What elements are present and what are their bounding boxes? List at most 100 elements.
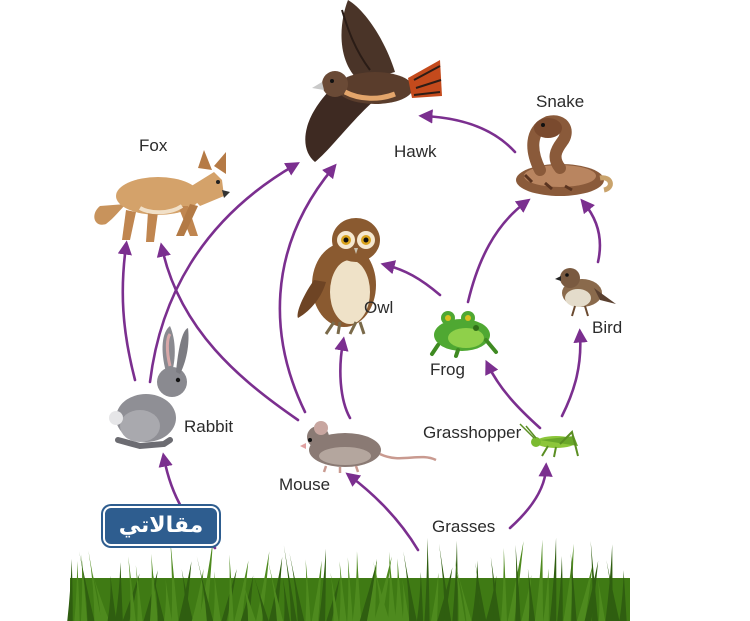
grass-blade bbox=[501, 548, 507, 621]
grass-blade bbox=[107, 575, 117, 621]
arrow-snake-hawk bbox=[418, 109, 517, 154]
grass-blade bbox=[143, 570, 158, 621]
grass-blade bbox=[115, 562, 123, 621]
arrow-grasshopper-frog bbox=[485, 359, 542, 430]
grass-blade bbox=[191, 568, 204, 621]
grass-blade bbox=[67, 558, 73, 621]
label-owl: Owl bbox=[364, 298, 394, 317]
frog-icon bbox=[430, 311, 498, 358]
food-web-arrows bbox=[117, 109, 602, 552]
grass-blade bbox=[403, 551, 417, 621]
arrow-grasses-mouse bbox=[345, 472, 420, 552]
grass-blade bbox=[373, 561, 390, 621]
grass-blade bbox=[543, 568, 549, 621]
arrow-mouse-fox bbox=[156, 242, 300, 422]
owl-icon bbox=[297, 218, 380, 335]
grasshopper-icon bbox=[519, 423, 579, 458]
label-mouse: Mouse bbox=[279, 475, 331, 494]
grass-blade bbox=[387, 551, 397, 621]
grass-blade bbox=[352, 551, 362, 621]
grass-blade bbox=[590, 541, 598, 621]
grass-blade bbox=[534, 539, 544, 621]
grass-blade bbox=[347, 557, 353, 621]
grass-blade bbox=[326, 577, 340, 621]
grass-blade bbox=[228, 554, 234, 621]
grass-blade bbox=[452, 540, 458, 621]
grass-blade bbox=[221, 568, 237, 621]
grass-blade bbox=[521, 574, 532, 621]
grass-blade bbox=[366, 558, 377, 621]
arrow-rabbit-hawk bbox=[148, 162, 300, 384]
grass-blade bbox=[416, 571, 424, 621]
arrow-grasshopper-bird bbox=[560, 328, 588, 418]
rabbit-icon bbox=[109, 326, 189, 450]
arrow-mouse-owl bbox=[334, 336, 352, 420]
fox-icon bbox=[94, 150, 230, 242]
grass-blade bbox=[88, 550, 102, 621]
grass-blade bbox=[455, 559, 466, 621]
grass-blade bbox=[213, 571, 221, 621]
grass-blade bbox=[170, 538, 179, 621]
arrow-grasses-grasshopper bbox=[508, 462, 553, 530]
grass-blade bbox=[359, 560, 378, 621]
grass-blade bbox=[149, 553, 159, 621]
label-grasses: Grasses bbox=[432, 517, 496, 536]
grass-blade bbox=[438, 543, 452, 621]
label-snake: Snake bbox=[536, 92, 585, 111]
grass-blade bbox=[79, 551, 95, 621]
grass-blade bbox=[515, 544, 521, 621]
grass-blade bbox=[135, 565, 143, 621]
grass-blade bbox=[181, 569, 193, 621]
grass-blade bbox=[527, 568, 536, 621]
bird-icon bbox=[555, 268, 616, 317]
grass-blade bbox=[74, 561, 80, 621]
snake-icon bbox=[516, 115, 613, 196]
grass-blade bbox=[431, 572, 439, 621]
label-hawk: Hawk bbox=[394, 142, 437, 161]
grass-blade bbox=[318, 548, 326, 621]
grass-blade bbox=[268, 556, 283, 621]
grass-blade bbox=[178, 561, 192, 621]
grass-blade bbox=[576, 564, 593, 621]
grass-blade bbox=[485, 575, 497, 621]
grass-blade bbox=[507, 541, 524, 621]
grass-blade bbox=[471, 560, 481, 621]
grass-blade bbox=[234, 560, 249, 621]
grass-blade bbox=[282, 578, 290, 621]
grass-blade bbox=[475, 562, 487, 621]
hawk-icon bbox=[305, 0, 442, 162]
grass-blade bbox=[619, 570, 627, 621]
grass-icon bbox=[67, 537, 630, 621]
label-rabbit: Rabbit bbox=[184, 417, 234, 436]
grass-blade bbox=[311, 560, 322, 621]
label-bird: Bird bbox=[592, 318, 623, 337]
grass-blade bbox=[606, 560, 620, 621]
grass-blade bbox=[164, 578, 172, 621]
grass-blade bbox=[490, 556, 501, 621]
label-fox: Fox bbox=[139, 136, 168, 155]
grass-blade bbox=[305, 559, 311, 621]
grass-blade bbox=[128, 556, 136, 621]
arrow-rabbit-fox bbox=[117, 240, 137, 382]
site-logo: مقالاتي bbox=[103, 506, 219, 546]
grass-blade bbox=[339, 561, 347, 621]
grass-blade bbox=[597, 578, 606, 621]
grass-blade bbox=[605, 544, 613, 621]
mouse-icon bbox=[300, 421, 437, 473]
grass-blade bbox=[549, 537, 557, 621]
grass-blade bbox=[563, 543, 574, 621]
grass-blade bbox=[402, 578, 410, 621]
grass-blade bbox=[153, 574, 165, 621]
grass-blade bbox=[424, 537, 430, 621]
grass-blade bbox=[242, 579, 256, 621]
grass-blade bbox=[80, 554, 88, 621]
grass-blade bbox=[584, 560, 599, 621]
grass-blade bbox=[394, 558, 404, 621]
arrow-bird-snake bbox=[580, 198, 602, 264]
arrow-frog-snake bbox=[466, 198, 531, 304]
arrow-frog-owl bbox=[380, 260, 442, 297]
label-frog: Frog bbox=[430, 360, 465, 379]
label-grasshopper: Grasshopper bbox=[423, 423, 522, 442]
grass-blade bbox=[570, 553, 577, 621]
